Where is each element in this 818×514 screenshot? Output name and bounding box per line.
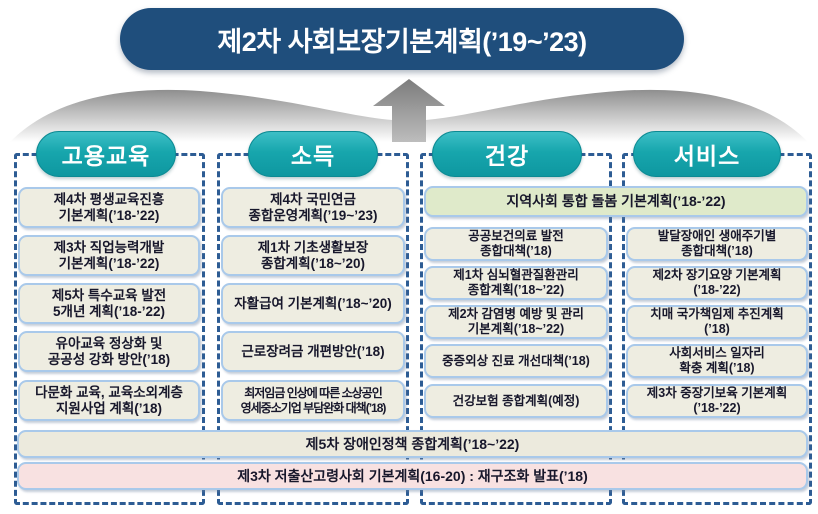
plan-box: 공공보건의료 발전 종합대책(’18) — [424, 227, 608, 261]
main-title-text: 제2차 사회보장기본계획(’19~’23) — [217, 26, 587, 57]
plan-box: 제2차 장기요양 기본계획 (’18-’22) — [626, 266, 808, 300]
main-title-banner: 제2차 사회보장기본계획(’19~’23) — [120, 8, 684, 70]
plan-box: 근로장려금 개편방안(’18) — [221, 331, 405, 372]
plan-box: 건강보험 종합계획(예정) — [424, 384, 608, 418]
plan-box: 제4차 평생교육진흥 기본계획(’18-’22) — [18, 187, 200, 228]
plan-box: 제5차 특수교육 발전 5개년 계획(’18-’22) — [18, 283, 200, 324]
plan-box: 최저임금 인상에 따른 소상공인 영세중소기업 부담완화 대책(’18) — [221, 380, 405, 421]
plan-box-disability-policy: 제5차 장애인정책 종합계획(’18~’22) — [17, 430, 808, 458]
column-header-health: 건강 — [432, 131, 582, 177]
column-header-employment-education: 고용교육 — [36, 131, 176, 177]
up-arrow-icon — [373, 79, 445, 142]
plan-box: 제4차 국민연금 종합운영계획(’19~’23) — [221, 187, 405, 228]
column-header-income: 소득 — [248, 131, 378, 177]
plan-box: 제1차 기초생활보장 종합계획(’18~’20) — [221, 235, 405, 276]
converge-up-arrow-graphic — [10, 79, 808, 142]
right-wave-shape — [426, 89, 808, 142]
plan-box: 유아교육 정상화 및 공공성 강화 방안(’18) — [18, 331, 200, 372]
column-header-services: 서비스 — [633, 131, 781, 177]
left-wave-shape — [10, 89, 392, 142]
plan-box: 치매 국가책임제 추진계획 (’18) — [626, 305, 808, 339]
plan-box: 발달장애인 생애주기별 종합대책(’18) — [626, 227, 808, 261]
plan-box: 중증외상 진료 개선대책(’18) — [424, 344, 608, 378]
plan-box: 자활급여 기본계획(’18~’20) — [221, 283, 405, 324]
plan-box: 제3차 직업능력개발 기본계획(’18-’22) — [18, 235, 200, 276]
plan-box-low-birth-aging: 제3차 저출산고령사회 기본계획(16-20) : 재구조화 발표(’18) — [17, 462, 808, 490]
plan-box: 제3차 중장기보육 기본계획 (’18-’22) — [626, 384, 808, 418]
plan-box: 제2차 감염병 예방 및 관리 기본계획(’18~’22) — [424, 305, 608, 339]
plan-box-community-care: 지역사회 통합 돌봄 기본계획(’18-’22) — [424, 186, 808, 217]
plan-box: 사회서비스 일자리 확충 계획(’18) — [626, 344, 808, 378]
plan-box: 제1차 심뇌혈관질환관리 종합계획(’18~’22) — [424, 266, 608, 300]
plan-box: 다문화 교육, 교육소외계층 지원사업 계획(’18) — [18, 380, 200, 421]
